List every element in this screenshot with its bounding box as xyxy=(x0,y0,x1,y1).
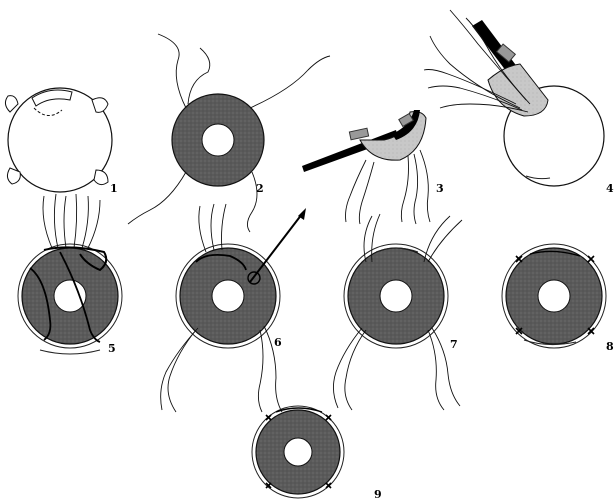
pupil xyxy=(538,280,570,312)
panel-label-9: 9 xyxy=(374,488,382,501)
panel-label-5: 5 xyxy=(108,342,116,355)
suture-thread xyxy=(247,172,257,232)
panel-label-7: 7 xyxy=(450,338,458,351)
panel-3: 3 xyxy=(302,110,444,224)
panel-label-8: 8 xyxy=(606,340,614,353)
suture-thread xyxy=(128,172,186,224)
pupil xyxy=(380,280,412,312)
panel-1: 1 xyxy=(5,88,117,195)
suture-thread xyxy=(54,194,58,248)
pupil xyxy=(202,124,234,156)
suture-thread xyxy=(158,34,186,108)
panel-9: 9 xyxy=(252,406,382,501)
pupil xyxy=(284,438,312,466)
panel-2: 2 xyxy=(128,34,330,232)
pupil xyxy=(54,280,86,312)
suture-thread xyxy=(211,204,214,250)
suture-thread xyxy=(222,204,227,250)
suture-thread xyxy=(428,330,444,410)
suture-knot xyxy=(326,415,331,420)
panel-label-3: 3 xyxy=(436,182,444,195)
panel-label-6: 6 xyxy=(274,336,282,349)
panel-label-4: 4 xyxy=(606,182,614,195)
suture-thread xyxy=(414,154,418,224)
suture-thread xyxy=(250,56,330,108)
suture-thread xyxy=(359,162,374,224)
suture-thread xyxy=(168,330,196,412)
suture-thread xyxy=(64,196,66,248)
panel-8: 8 xyxy=(502,244,614,353)
suture-thread xyxy=(88,200,100,248)
muscle-tab-lower-right xyxy=(94,170,108,185)
panel-label-1: 1 xyxy=(110,182,118,195)
suture-thread xyxy=(43,196,52,248)
suture-thread xyxy=(420,150,430,222)
suture-knot xyxy=(266,415,271,420)
panel-4: 4 xyxy=(424,10,614,195)
needle xyxy=(250,214,302,282)
suture-thread xyxy=(345,330,366,410)
panel-5: 5 xyxy=(18,194,122,355)
suture-thread xyxy=(199,206,206,252)
suture-thread xyxy=(401,156,408,222)
suture-thread xyxy=(428,220,462,262)
tab-mark xyxy=(40,350,100,354)
suture-thread xyxy=(346,160,367,222)
panel-6: 6 xyxy=(161,204,306,412)
suture-thread xyxy=(161,328,198,410)
suture-thread xyxy=(82,196,88,248)
panel-label-2: 2 xyxy=(256,182,264,195)
suture-knot xyxy=(326,483,331,488)
pupil xyxy=(212,280,244,312)
suture-knot xyxy=(588,256,594,262)
clamp-block xyxy=(349,128,368,140)
muscle-tab-left xyxy=(5,96,18,112)
suture-thread xyxy=(74,194,77,248)
panel-7: 7 xyxy=(333,214,462,410)
suture-thread xyxy=(258,330,263,412)
